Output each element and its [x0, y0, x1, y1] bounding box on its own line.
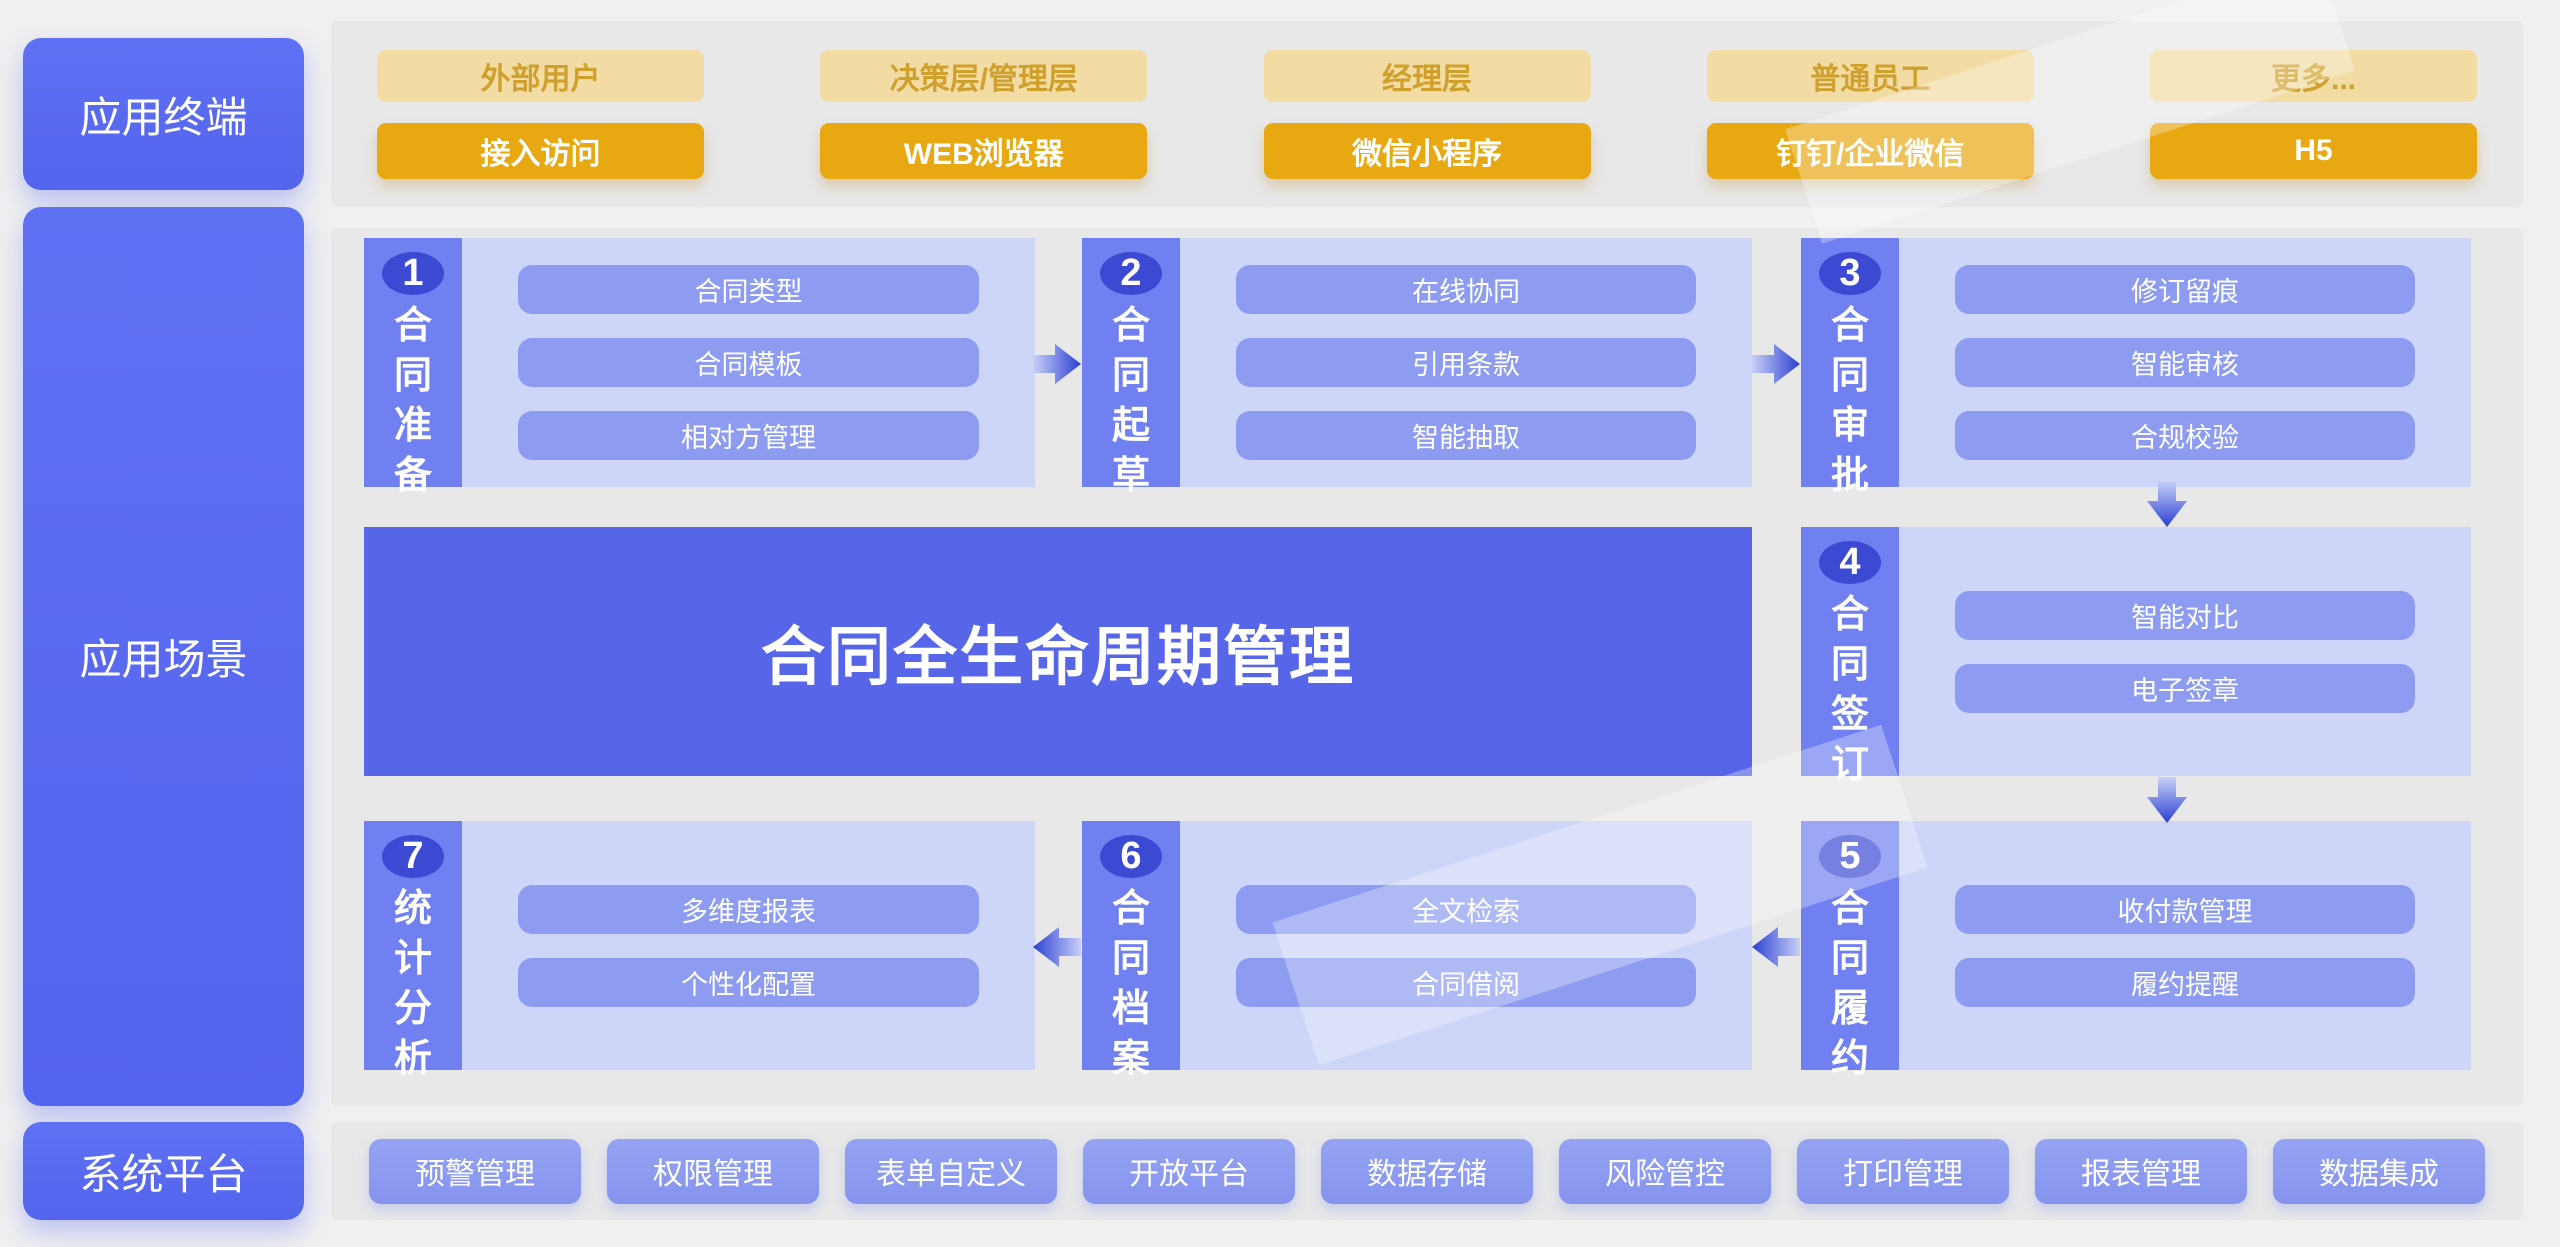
stage-number-badge: 7 — [382, 835, 444, 878]
terminal-panel: 外部用户 接入访问 决策层/管理层 WEB浏览器 经理层 微信小程序 普通员工 … — [331, 21, 2523, 207]
stage-name-label: 合同起草 — [1111, 305, 1150, 498]
stage-name-label: 统计分析 — [393, 888, 432, 1081]
stage-item-pill: 合同类型 — [518, 265, 979, 314]
user-group-box: 更多... — [2150, 49, 2477, 102]
terminal-column: 外部用户 接入访问 — [377, 49, 704, 179]
stage-number-badge: 1 — [382, 252, 444, 295]
stage-item-pill: 合同模板 — [518, 338, 979, 387]
stage-item-pill: 收付款管理 — [1955, 884, 2415, 934]
access-channel-box: 钉钉/企业微信 — [1706, 122, 2034, 179]
stage-item-pill: 合同借阅 — [1236, 957, 1696, 1007]
platform-item-pill: 报表管理 — [2035, 1138, 2247, 1204]
stage-strip: 7 统计分析 — [364, 821, 462, 1080]
stage-item-pill: 履约提醒 — [1955, 957, 2415, 1007]
lifecycle-title-box: 合同全生命周期管理 — [364, 527, 1752, 776]
terminal-column: 普通员工 钉钉/企业微信 — [1706, 49, 2034, 179]
stage-number-badge: 6 — [1100, 835, 1162, 878]
platform-item-pill: 打印管理 — [1797, 1138, 2009, 1204]
user-group-box: 经理层 — [1263, 49, 1591, 102]
stage-6-contract-archive: 6 合同档案 全文检索 合同借阅 — [1082, 821, 1752, 1080]
stage-body: 智能对比 电子签章 — [1899, 527, 2471, 776]
stage-number-badge: 2 — [1100, 252, 1162, 295]
stage-body: 多维度报表 个性化配置 — [462, 821, 1035, 1070]
flow-arrow-down-icon — [2147, 481, 2187, 527]
stage-4-contract-signing: 4 合同签订 智能对比 电子签章 — [1801, 527, 2471, 786]
platform-item-pill: 开放平台 — [1083, 1138, 1295, 1204]
platform-item-pill: 权限管理 — [607, 1138, 819, 1204]
stage-name-label: 合同档案 — [1111, 888, 1150, 1081]
scenario-panel: 1 合同准备 合同类型 合同模板 相对方管理 2 合同起草 在线协同 引用条款 … — [331, 228, 2523, 1106]
terminal-column: 经理层 微信小程序 — [1263, 49, 1591, 179]
flow-arrow-right-icon — [1033, 344, 1081, 384]
stage-item-pill: 全文检索 — [1236, 884, 1696, 934]
stage-item-pill: 智能抽取 — [1236, 411, 1696, 460]
scenario-section: 应用场景 1 合同准备 合同类型 合同模板 相对方管理 2 合同起草 — [23, 207, 2523, 1106]
access-channel-box: WEB浏览器 — [820, 122, 1148, 179]
stage-body: 全文检索 合同借阅 — [1180, 821, 1752, 1070]
terminal-column: 决策层/管理层 WEB浏览器 — [820, 49, 1148, 179]
stage-item-pill: 在线协同 — [1236, 265, 1696, 314]
flow-arrow-left-icon — [1033, 927, 1081, 967]
platform-item-pill: 预警管理 — [369, 1138, 581, 1204]
stage-name-label: 合同签订 — [1830, 594, 1869, 787]
stage-strip: 3 合同审批 — [1801, 238, 1899, 497]
stage-body: 在线协同 引用条款 智能抽取 — [1180, 238, 1752, 487]
stage-strip: 1 合同准备 — [364, 238, 462, 497]
stage-name-label: 合同准备 — [393, 305, 432, 498]
stage-item-pill: 合规校验 — [1955, 411, 2415, 460]
stage-body: 修订留痕 智能审核 合规校验 — [1899, 238, 2471, 487]
user-group-box: 外部用户 — [377, 49, 704, 102]
user-group-box: 普通员工 — [1706, 49, 2034, 102]
platform-panel: 预警管理 权限管理 表单自定义 开放平台 数据存储 风险管控 打印管理 报表管理… — [331, 1122, 2523, 1220]
stage-strip: 2 合同起草 — [1082, 238, 1180, 497]
stage-7-statistical-analysis: 7 统计分析 多维度报表 个性化配置 — [364, 821, 1035, 1080]
stage-item-pill: 智能审核 — [1955, 338, 2415, 387]
stage-item-pill: 修订留痕 — [1955, 265, 2415, 314]
access-channel-box: 微信小程序 — [1263, 122, 1591, 179]
access-channel-box: H5 — [2150, 122, 2477, 179]
stage-2-contract-drafting: 2 合同起草 在线协同 引用条款 智能抽取 — [1082, 238, 1752, 497]
stage-5-contract-performance: 5 合同履约 收付款管理 履约提醒 — [1801, 821, 2471, 1080]
stage-item-pill: 相对方管理 — [518, 411, 979, 460]
stage-1-contract-preparation: 1 合同准备 合同类型 合同模板 相对方管理 — [364, 238, 1035, 497]
scenario-section-label: 应用场景 — [23, 207, 304, 1106]
stage-item-pill: 智能对比 — [1955, 590, 2415, 640]
stage-item-pill: 引用条款 — [1236, 338, 1696, 387]
stage-strip: 5 合同履约 — [1801, 821, 1899, 1080]
flow-arrow-down-icon — [2147, 777, 2187, 823]
stage-item-pill: 电子签章 — [1955, 663, 2415, 713]
stage-3-contract-approval: 3 合同审批 修订留痕 智能审核 合规校验 — [1801, 238, 2471, 497]
flow-arrow-right-icon — [1752, 344, 1800, 384]
stage-name-label: 合同履约 — [1830, 888, 1869, 1081]
platform-item-pill: 表单自定义 — [845, 1138, 1057, 1204]
stage-item-pill: 多维度报表 — [518, 884, 979, 934]
flow-arrow-left-icon — [1752, 927, 1800, 967]
stage-body: 收付款管理 履约提醒 — [1899, 821, 2471, 1070]
platform-section-label: 系统平台 — [23, 1122, 304, 1220]
platform-item-pill: 数据存储 — [1321, 1138, 1533, 1204]
terminal-column: 更多... H5 — [2150, 49, 2477, 179]
stage-number-badge: 5 — [1819, 835, 1881, 878]
access-channel-box: 接入访问 — [377, 122, 704, 179]
stage-number-badge: 3 — [1819, 252, 1881, 295]
stage-number-badge: 4 — [1819, 541, 1881, 584]
stage-item-pill: 个性化配置 — [518, 957, 979, 1007]
terminal-section-label: 应用终端 — [23, 38, 304, 190]
platform-item-pill: 风险管控 — [1559, 1138, 1771, 1204]
platform-item-pill: 数据集成 — [2273, 1138, 2485, 1204]
terminal-section: 应用终端 外部用户 接入访问 决策层/管理层 WEB浏览器 经理层 微信小程序 … — [23, 21, 2523, 207]
stage-body: 合同类型 合同模板 相对方管理 — [462, 238, 1035, 487]
user-group-box: 决策层/管理层 — [820, 49, 1148, 102]
platform-section: 系统平台 预警管理 权限管理 表单自定义 开放平台 数据存储 风险管控 打印管理… — [23, 1122, 2523, 1220]
stage-name-label: 合同审批 — [1830, 305, 1869, 498]
stage-strip: 4 合同签订 — [1801, 527, 1899, 786]
stage-strip: 6 合同档案 — [1082, 821, 1180, 1080]
